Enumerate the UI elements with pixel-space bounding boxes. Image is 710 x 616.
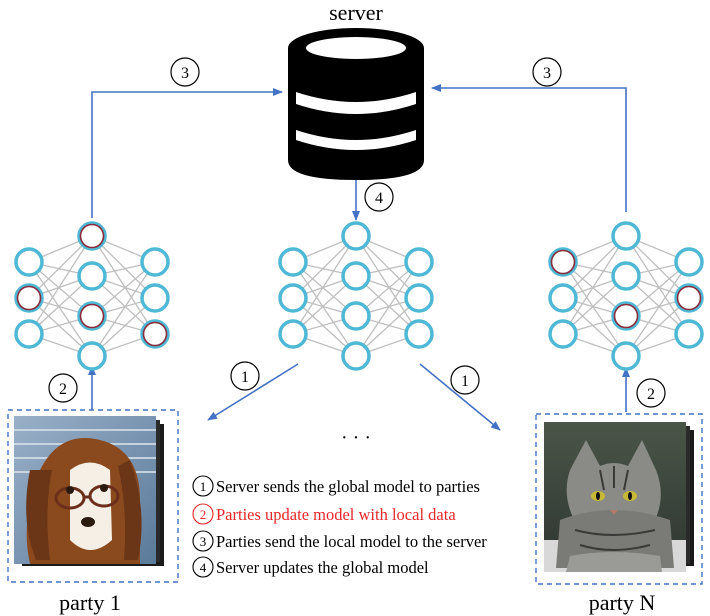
- updated-node-ring: [550, 249, 576, 275]
- network-edge: [28, 235, 93, 335]
- svg-text:2: 2: [647, 386, 655, 403]
- network-edge: [292, 261, 357, 357]
- arrow-to-party-1: [207, 363, 299, 421]
- network-node: [278, 319, 308, 349]
- dog-photo: [14, 416, 164, 566]
- step-badge-3-right: 3: [532, 57, 562, 87]
- network-node: [404, 319, 434, 349]
- network-node: [77, 341, 107, 371]
- step-badge-2-right: 2: [636, 378, 666, 408]
- network-node: [674, 283, 704, 313]
- arrow-left-upload: [91, 88, 283, 218]
- updated-node-ring: [142, 321, 168, 347]
- network-node: [548, 247, 578, 277]
- updated-node-ring: [613, 303, 639, 329]
- network-node: [611, 341, 641, 371]
- network-node: [77, 301, 107, 331]
- arrow-to-party-n: [419, 363, 501, 431]
- network-node: [278, 247, 308, 277]
- network-edge: [91, 235, 156, 335]
- network-node: [548, 319, 578, 349]
- network-edge: [355, 261, 420, 357]
- network-node: [611, 221, 641, 251]
- network-node: [674, 319, 704, 349]
- svg-text:Server sends the global model: Server sends the global model to parties: [216, 477, 480, 496]
- updated-node-ring: [16, 285, 42, 311]
- network-edge: [625, 261, 690, 357]
- party-1-label: party 1: [59, 590, 121, 615]
- network-edges: [28, 235, 156, 357]
- network-node: [548, 283, 578, 313]
- party-n-label: party N: [589, 590, 656, 615]
- network-node: [14, 319, 44, 349]
- svg-text:1: 1: [241, 369, 249, 386]
- network-edge: [562, 235, 627, 335]
- network-edges: [562, 235, 690, 357]
- local-model-network-party-n: [548, 221, 704, 371]
- step-badge-2-left: 2: [48, 373, 78, 403]
- network-node: [278, 283, 308, 313]
- network-node: [404, 283, 434, 313]
- svg-text:3: 3: [543, 65, 551, 82]
- network-node: [341, 341, 371, 371]
- step-badge-1-left: 1: [230, 361, 260, 391]
- network-node: [77, 221, 107, 251]
- updated-node-ring: [79, 303, 105, 329]
- network-node: [611, 301, 641, 331]
- legend: 1 Server sends the global model to parti…: [192, 475, 487, 578]
- network-node: [404, 247, 434, 277]
- svg-text:2: 2: [200, 507, 207, 522]
- network-edge: [28, 261, 93, 357]
- svg-text:1: 1: [461, 373, 469, 390]
- network-node: [140, 283, 170, 313]
- arrow-right-upload: [431, 84, 627, 212]
- flow-arrows: [88, 84, 630, 431]
- network-edges: [292, 235, 420, 357]
- step-badge-3-left: 3: [170, 57, 200, 87]
- network-node: [140, 247, 170, 277]
- network-node: [77, 261, 107, 291]
- network-edge: [292, 235, 357, 335]
- network-node: [611, 261, 641, 291]
- legend-item-4: 4 Server updates the global model: [192, 556, 429, 578]
- local-model-network-party-1: [14, 221, 170, 371]
- network-node: [14, 283, 44, 313]
- svg-text:1: 1: [200, 479, 207, 494]
- legend-item-1: 1 Server sends the global model to parti…: [192, 475, 480, 497]
- network-edge: [91, 261, 156, 357]
- network-node: [341, 301, 371, 331]
- step-badge-1-right: 1: [450, 365, 480, 395]
- svg-text:Server updates the global mode: Server updates the global model: [216, 558, 429, 577]
- server-label: server: [329, 0, 383, 25]
- network-node: [140, 319, 170, 349]
- svg-text:4: 4: [375, 190, 383, 207]
- svg-text:3: 3: [181, 65, 189, 82]
- network-node: [341, 261, 371, 291]
- updated-node-ring: [676, 285, 702, 311]
- global-model-network: [278, 221, 434, 371]
- network-node: [341, 221, 371, 251]
- legend-item-3: 3 Parties send the local model to the se…: [192, 530, 487, 552]
- svg-text:Parties update model with loca: Parties update model with local data: [216, 505, 456, 524]
- network-node: [674, 247, 704, 277]
- svg-text:4: 4: [200, 560, 207, 575]
- party-n-data-box: [535, 413, 703, 585]
- network-edge: [625, 235, 690, 335]
- network-edge: [562, 261, 627, 357]
- party-1-data-box: [7, 409, 179, 583]
- network-edge: [355, 235, 420, 335]
- updated-node-ring: [79, 223, 105, 249]
- cat-photo: [544, 422, 694, 572]
- svg-text:Parties send the local model t: Parties send the local model to the serv…: [216, 532, 487, 551]
- svg-text:3: 3: [200, 534, 207, 549]
- svg-text:2: 2: [59, 381, 67, 398]
- legend-item-2: 2 Parties update model with local data: [192, 503, 456, 525]
- network-node: [14, 247, 44, 277]
- server-database-icon: [288, 28, 424, 180]
- step-badge-4: 4: [364, 182, 394, 212]
- more-parties-ellipsis: · · ·: [341, 427, 371, 449]
